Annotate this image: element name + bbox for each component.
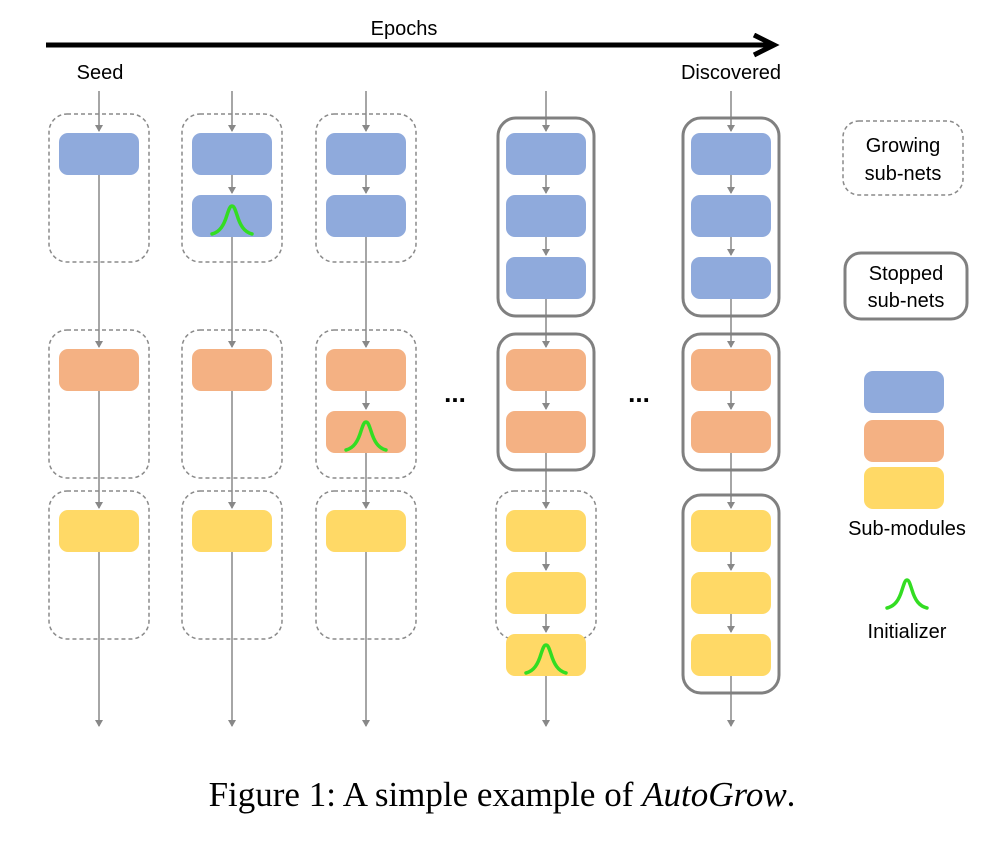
ellipsis-right: ... [628, 378, 650, 408]
yellow-submodule [506, 634, 586, 676]
legend-stopped-box [843, 251, 969, 321]
blue-submodule [326, 133, 406, 175]
column-seed [48, 91, 150, 727]
orange-submodule [691, 411, 771, 453]
yellow-submodule [59, 510, 139, 552]
initializer-icon [344, 420, 388, 452]
legend-submodules-label: Sub-modules [848, 518, 966, 540]
growing-subnet-container [48, 329, 150, 479]
blue-submodule [691, 257, 771, 299]
orange-submodule [326, 411, 406, 453]
blue-submodule [59, 133, 139, 175]
legend-growing-box [842, 120, 964, 196]
blue-submodule [506, 133, 586, 175]
stopped-subnet-container [681, 493, 781, 695]
legend-stopped-line1: Stopped [869, 263, 944, 285]
blue-submodule [326, 195, 406, 237]
legend-initializer-icon [885, 578, 929, 610]
legend-growing-line1: Growing [866, 135, 940, 157]
legend-blue-module [864, 371, 944, 413]
stopped-subnet-container [496, 116, 596, 318]
legend-growing-line2: sub-nets [865, 163, 942, 185]
legend-stopped-line2: sub-nets [868, 290, 945, 312]
orange-submodule [506, 411, 586, 453]
seed-label: Seed [77, 62, 124, 84]
orange-submodule [691, 349, 771, 391]
caption-emphasis: AutoGrow [640, 775, 787, 814]
column-epoch-later [495, 91, 597, 727]
figure-caption: Figure 1: A simple example of AutoGrow. [209, 775, 796, 814]
growing-subnet-container [181, 113, 283, 263]
orange-submodule [326, 349, 406, 391]
yellow-submodule [506, 572, 586, 614]
column-epoch-3 [315, 91, 417, 727]
growing-subnet-container [495, 490, 597, 640]
growing-subnet-container [181, 329, 283, 479]
blue-submodule [691, 133, 771, 175]
ellipsis-left: ... [444, 378, 466, 408]
yellow-submodule [326, 510, 406, 552]
orange-submodule [506, 349, 586, 391]
legend: Growing sub-nets Stopped sub-nets Sub-mo… [842, 120, 969, 643]
blue-submodule [192, 133, 272, 175]
orange-submodule [59, 349, 139, 391]
caption-prefix: Figure 1: A simple example of [209, 775, 643, 814]
orange-submodule [192, 349, 272, 391]
legend-orange-module [864, 420, 944, 462]
growing-subnet-container [315, 329, 417, 479]
blue-submodule [691, 195, 771, 237]
growing-subnet-container [48, 490, 150, 640]
blue-submodule [506, 195, 586, 237]
blue-submodule [192, 195, 272, 237]
column-discovered [681, 91, 781, 727]
caption-suffix: . [787, 775, 796, 814]
yellow-submodule [691, 634, 771, 676]
epochs-label: Epochs [371, 18, 438, 40]
initializer-icon [524, 643, 568, 675]
columns [48, 91, 781, 727]
column-epoch-2 [181, 91, 283, 727]
stopped-subnet-container [681, 116, 781, 318]
legend-initializer-label: Initializer [868, 621, 947, 643]
yellow-submodule [506, 510, 586, 552]
stopped-subnet-container [496, 332, 596, 472]
growing-subnet-container [315, 490, 417, 640]
legend-yellow-module [864, 467, 944, 509]
growing-subnet-container [181, 490, 283, 640]
initializer-icon [210, 204, 254, 236]
growing-subnet-container [48, 113, 150, 263]
discovered-label: Discovered [681, 62, 781, 84]
growing-subnet-container [315, 113, 417, 263]
yellow-submodule [691, 510, 771, 552]
stopped-subnet-container [681, 332, 781, 472]
yellow-submodule [691, 572, 771, 614]
yellow-submodule [192, 510, 272, 552]
blue-submodule [506, 257, 586, 299]
